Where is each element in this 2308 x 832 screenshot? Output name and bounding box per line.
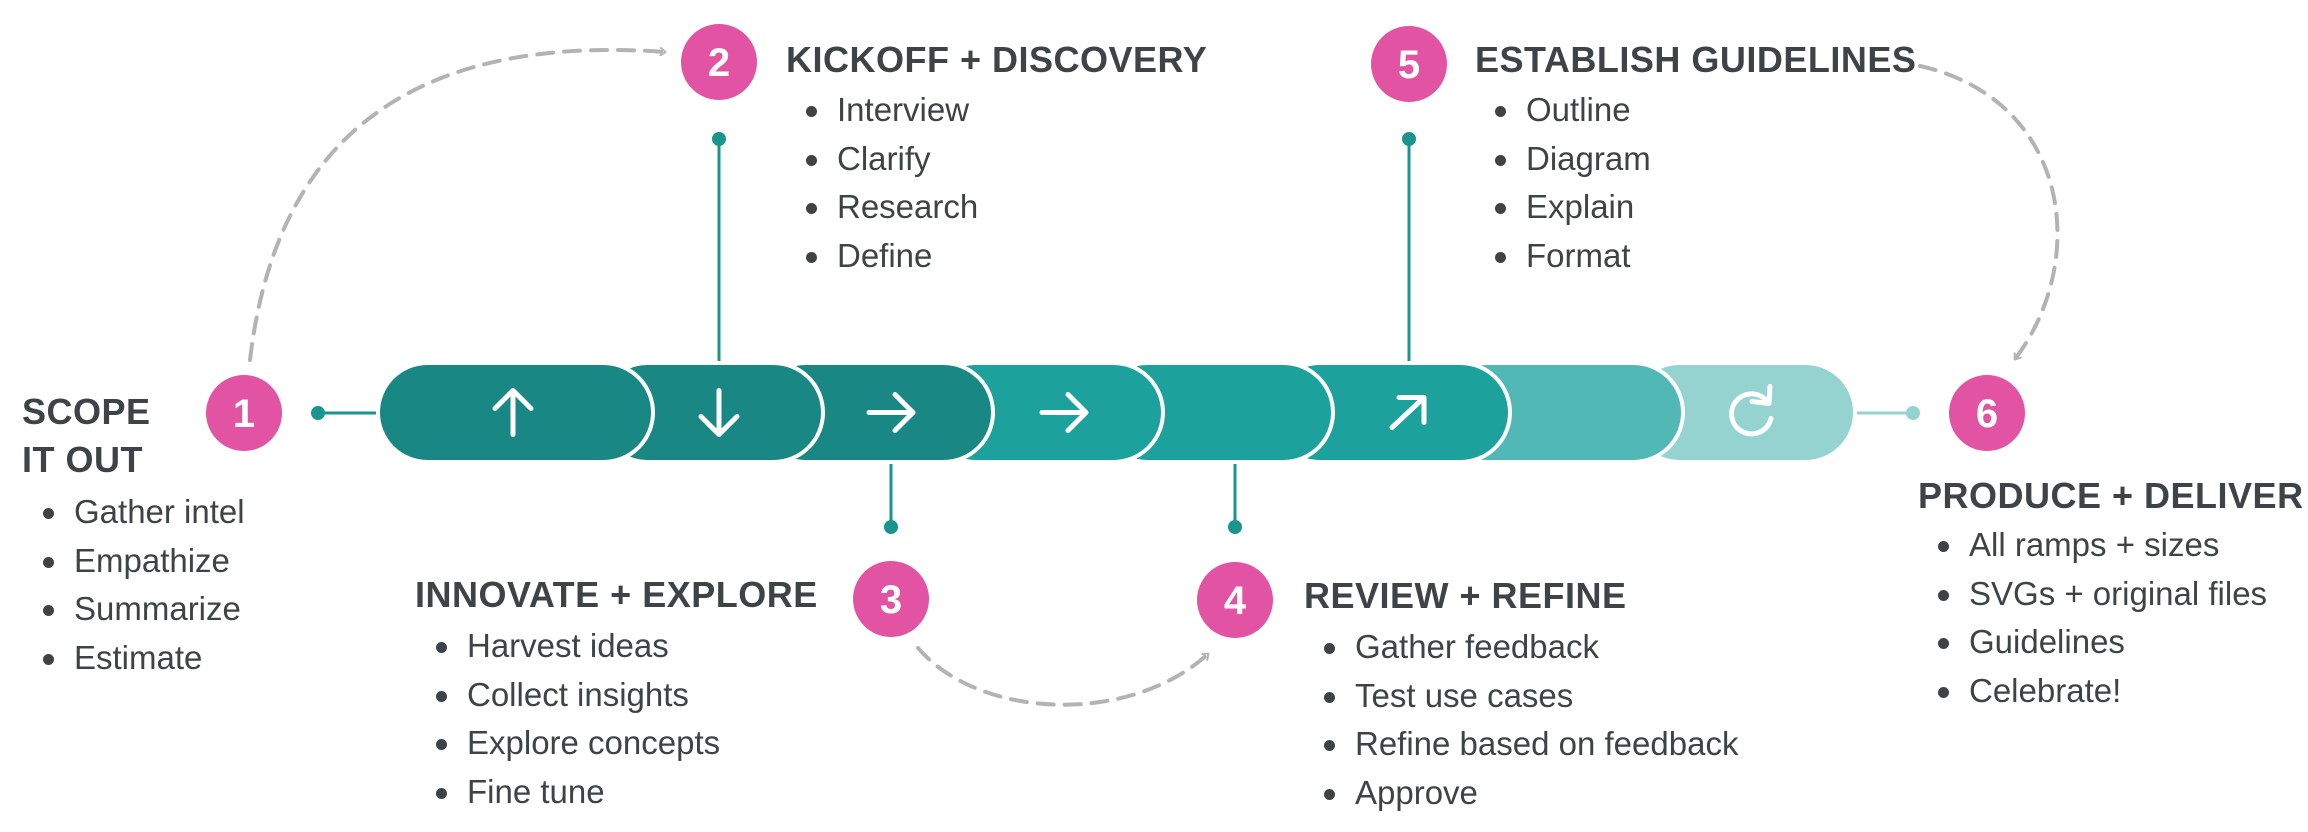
step-1-title-line-1: SCOPE: [22, 391, 151, 432]
step-1-list: Gather intel Empathize Summarize Estimat…: [40, 488, 245, 682]
step-badges: 1 2 3 4 5 6: [206, 24, 2025, 638]
step-5-title-line-1: ESTABLISH GUIDELINES: [1475, 39, 1917, 80]
step-2-title: KICKOFF + DISCOVERY: [786, 36, 1207, 84]
step-badge-4: 4: [1197, 562, 1273, 638]
connector-dot-5: [1402, 132, 1416, 146]
step-badge-1: 1: [206, 375, 282, 451]
curved-arrow-5-to-6: [1918, 64, 2060, 361]
list-item: Test use cases: [1321, 672, 1738, 721]
step-5-list: Outline Diagram Explain Format: [1492, 86, 1651, 280]
list-item: Gather feedback: [1321, 623, 1738, 672]
step-3-list: Harvest ideas Collect insights Explore c…: [433, 622, 720, 816]
list-item: Format: [1492, 232, 1651, 281]
list-item: Estimate: [40, 634, 245, 683]
flow-arrows: [248, 50, 2060, 707]
list-item: Diagram: [1492, 135, 1651, 184]
list-item: Outline: [1492, 86, 1651, 135]
curved-arrow-3-to-4: [916, 646, 1210, 707]
step-4-list: Gather feedback Test use cases Refine ba…: [1321, 623, 1738, 817]
arrow-right-icon: [866, 392, 916, 433]
connector-dot-1: [311, 406, 325, 420]
list-item: Define: [803, 232, 978, 281]
arrow-up-right-icon: [1389, 395, 1427, 430]
step-number: 1: [233, 392, 255, 436]
arrow-up-icon: [492, 388, 534, 437]
arrow-right-icon: [1039, 392, 1089, 433]
connector-dot-6: [1906, 406, 1920, 420]
step-4-title-line-1: REVIEW + REFINE: [1304, 575, 1627, 616]
refresh-icon: [1729, 384, 1774, 437]
step-badge-6: 6: [1949, 375, 2025, 451]
step-1-title-line-2: IT OUT: [22, 439, 143, 480]
step-6-title: PRODUCE + DELIVER: [1918, 472, 2304, 520]
list-item: Fine tune: [433, 768, 720, 817]
list-item: SVGs + original files: [1935, 570, 2267, 619]
step-number: 5: [1398, 43, 1420, 87]
step-badge-2: 2: [681, 24, 757, 100]
step-number: 6: [1976, 392, 1998, 436]
list-item: Collect insights: [433, 671, 720, 720]
step-badge-5: 5: [1371, 26, 1447, 102]
list-item: Clarify: [803, 135, 978, 184]
step-2-list: Interview Clarify Research Define: [803, 86, 978, 280]
step-number: 4: [1224, 579, 1247, 623]
list-item: Interview: [803, 86, 978, 135]
list-item: Summarize: [40, 585, 245, 634]
list-item: Explain: [1492, 183, 1651, 232]
list-item: Research: [803, 183, 978, 232]
connectors: [311, 132, 1920, 534]
step-6-list: All ramps + sizes SVGs + original files …: [1935, 521, 2267, 715]
step-3-title: INNOVATE + EXPLORE: [415, 571, 818, 619]
list-item: Guidelines: [1935, 618, 2267, 667]
curved-arrow-1-to-2: [248, 50, 667, 362]
step-6-title-line-1: PRODUCE + DELIVER: [1918, 475, 2304, 516]
list-item: Empathize: [40, 537, 245, 586]
list-item: Approve: [1321, 769, 1738, 818]
list-item: Harvest ideas: [433, 622, 720, 671]
arrow-down-icon: [698, 388, 740, 437]
list-item: All ramps + sizes: [1935, 521, 2267, 570]
connector-dot-2: [712, 132, 726, 146]
connector-dot-3: [884, 520, 898, 534]
step-4-title: REVIEW + REFINE: [1304, 572, 1627, 620]
connector-dot-4: [1228, 520, 1242, 534]
list-item: Refine based on feedback: [1321, 720, 1738, 769]
step-number: 3: [880, 578, 902, 622]
list-item: Explore concepts: [433, 719, 720, 768]
process-pill: [376, 361, 1857, 464]
step-number: 2: [708, 41, 730, 85]
list-item: Celebrate!: [1935, 667, 2267, 716]
step-badge-3: 3: [853, 561, 929, 637]
step-5-title: ESTABLISH GUIDELINES: [1475, 36, 1916, 84]
list-item: Gather intel: [40, 488, 245, 537]
step-1-title: SCOPE IT OUT: [22, 388, 151, 484]
pill-icons: [492, 384, 1774, 437]
step-3-title-line-1: INNOVATE + EXPLORE: [415, 574, 818, 615]
step-2-title-line-1: KICKOFF + DISCOVERY: [786, 39, 1208, 80]
